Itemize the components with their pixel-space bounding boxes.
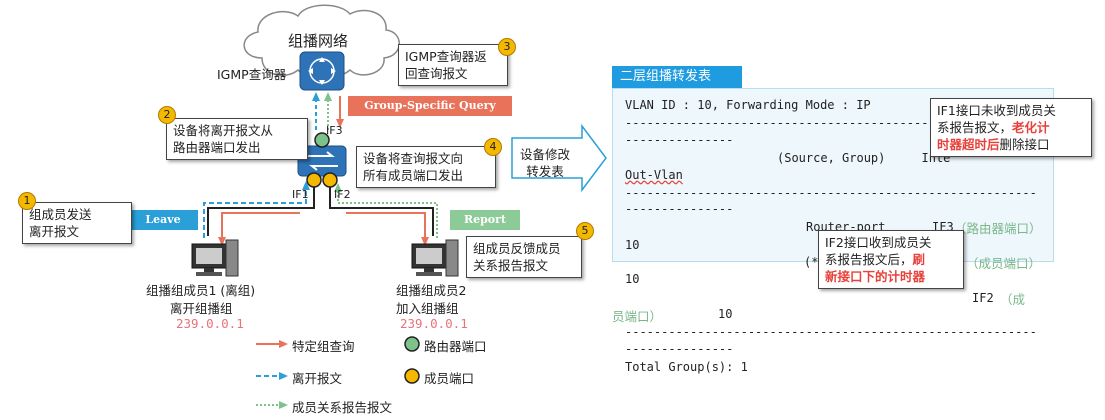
table-vlan-line: VLAN ID : 10, Forwarding Mode : IP	[625, 98, 871, 112]
if2-note-a: IF2接口收到成员关	[825, 235, 932, 250]
if2-note: IF2接口收到成员关 系报告报文后，刷 新接口下的计时器	[818, 230, 964, 289]
router-icon	[299, 51, 345, 91]
legend-member-port: 成员端口	[424, 371, 475, 386]
legend-leave: 离开报文	[292, 371, 343, 386]
if1-note: IF1接口未收到成员关 系报告报文，老化计 时器超时后删除接口	[930, 98, 1092, 157]
member-port-if2	[322, 172, 338, 188]
member2-line2: 加入组播组	[396, 301, 459, 316]
member-port-if1	[306, 172, 322, 188]
modify-table-arrow	[511, 123, 607, 193]
member1-addr: 239.0.0.1	[176, 316, 244, 331]
if1-note-b: 系报告报文，	[937, 120, 1013, 135]
if2-note-red1: 刷	[912, 252, 926, 267]
legend-report: 成员关系报告报文	[292, 400, 393, 415]
network-title: 组播网络	[288, 32, 349, 50]
step2-callout: 设备将离开报文从 路由器端口发出	[166, 118, 308, 160]
report-tag: Report	[450, 210, 520, 230]
step5-badge: 5	[576, 222, 594, 240]
step4-badge: 4	[484, 138, 502, 156]
legend-router-port-icon	[404, 336, 420, 352]
table-dash1b: ---------------	[625, 133, 734, 147]
table-header-a: (Source, Group) Inte	[777, 151, 951, 165]
table-member-note: （成员端口）	[966, 256, 1042, 271]
table-dash2b: ---------------	[625, 202, 734, 216]
member1-line1: 组播组成员1 (离组)	[146, 283, 256, 298]
legend-router-port: 路由器端口	[424, 339, 487, 354]
if2-note-b: 系报告报文后，	[825, 252, 913, 267]
legend-query: 特定组查询	[292, 339, 355, 354]
table-header-b: Out-Vlan	[625, 168, 683, 182]
table-row-a: 10	[625, 238, 640, 252]
modify-table-text: 设备修改 转发表	[520, 147, 571, 179]
table-dash2a: ----------------------------------------…	[625, 186, 1037, 200]
if1-note-red1: 老化计	[1012, 120, 1050, 135]
table-dash3b: ---------------	[625, 342, 734, 356]
pc-member2-icon	[411, 239, 459, 277]
step1-badge: 1	[18, 192, 36, 210]
step4-callout: 设备将查询报文向 所有成员端口发出	[356, 146, 496, 188]
table-if2: IF2	[972, 291, 994, 305]
step3-badge: 3	[498, 38, 516, 56]
if1-note-a: IF1接口未收到成员关	[937, 103, 1056, 118]
step5-callout: 组成员反馈成员 关系报告报文	[466, 236, 582, 278]
table-if2-val: 10	[718, 307, 733, 321]
router-port-if3	[314, 132, 330, 148]
if2-note-red2: 新接口下的计时器	[825, 269, 926, 284]
gsq-tag: Group-Specific Query	[348, 96, 512, 116]
member1-line2: 离开组播组	[170, 301, 233, 316]
legend-member-port-icon	[404, 368, 420, 384]
if1-note-red2: 时器超时后	[937, 137, 1000, 152]
table-if2-note-b: 员端口）	[612, 309, 663, 324]
leave-tag: Leave	[128, 210, 198, 230]
table-total: Total Group(s): 1	[625, 360, 748, 374]
table-dash3a: ----------------------------------------…	[625, 325, 1037, 339]
member2-line1: 组播组成员2	[396, 283, 467, 298]
step2-badge: 2	[158, 106, 176, 124]
querier-label: IGMP查询器	[217, 67, 287, 82]
if2-label: IF2	[334, 188, 351, 201]
step3-callout: IGMP查询器返 回查询报文	[398, 44, 508, 86]
member2-addr: 239.0.0.1	[400, 316, 468, 331]
if1-label: IF1	[292, 188, 309, 201]
table-if2-note-a: （成	[1000, 292, 1026, 307]
step1-callout: 组成员发送 离开报文	[22, 202, 132, 244]
table-row-b: 10	[625, 272, 640, 286]
table-title: 二层组播转发表	[612, 66, 742, 88]
table-if3-note: （路由器端口）	[954, 221, 1042, 236]
pc-member1-icon	[191, 239, 239, 277]
if1-note-c: 删除接口	[999, 137, 1050, 152]
if3-label: IF3	[326, 124, 343, 137]
